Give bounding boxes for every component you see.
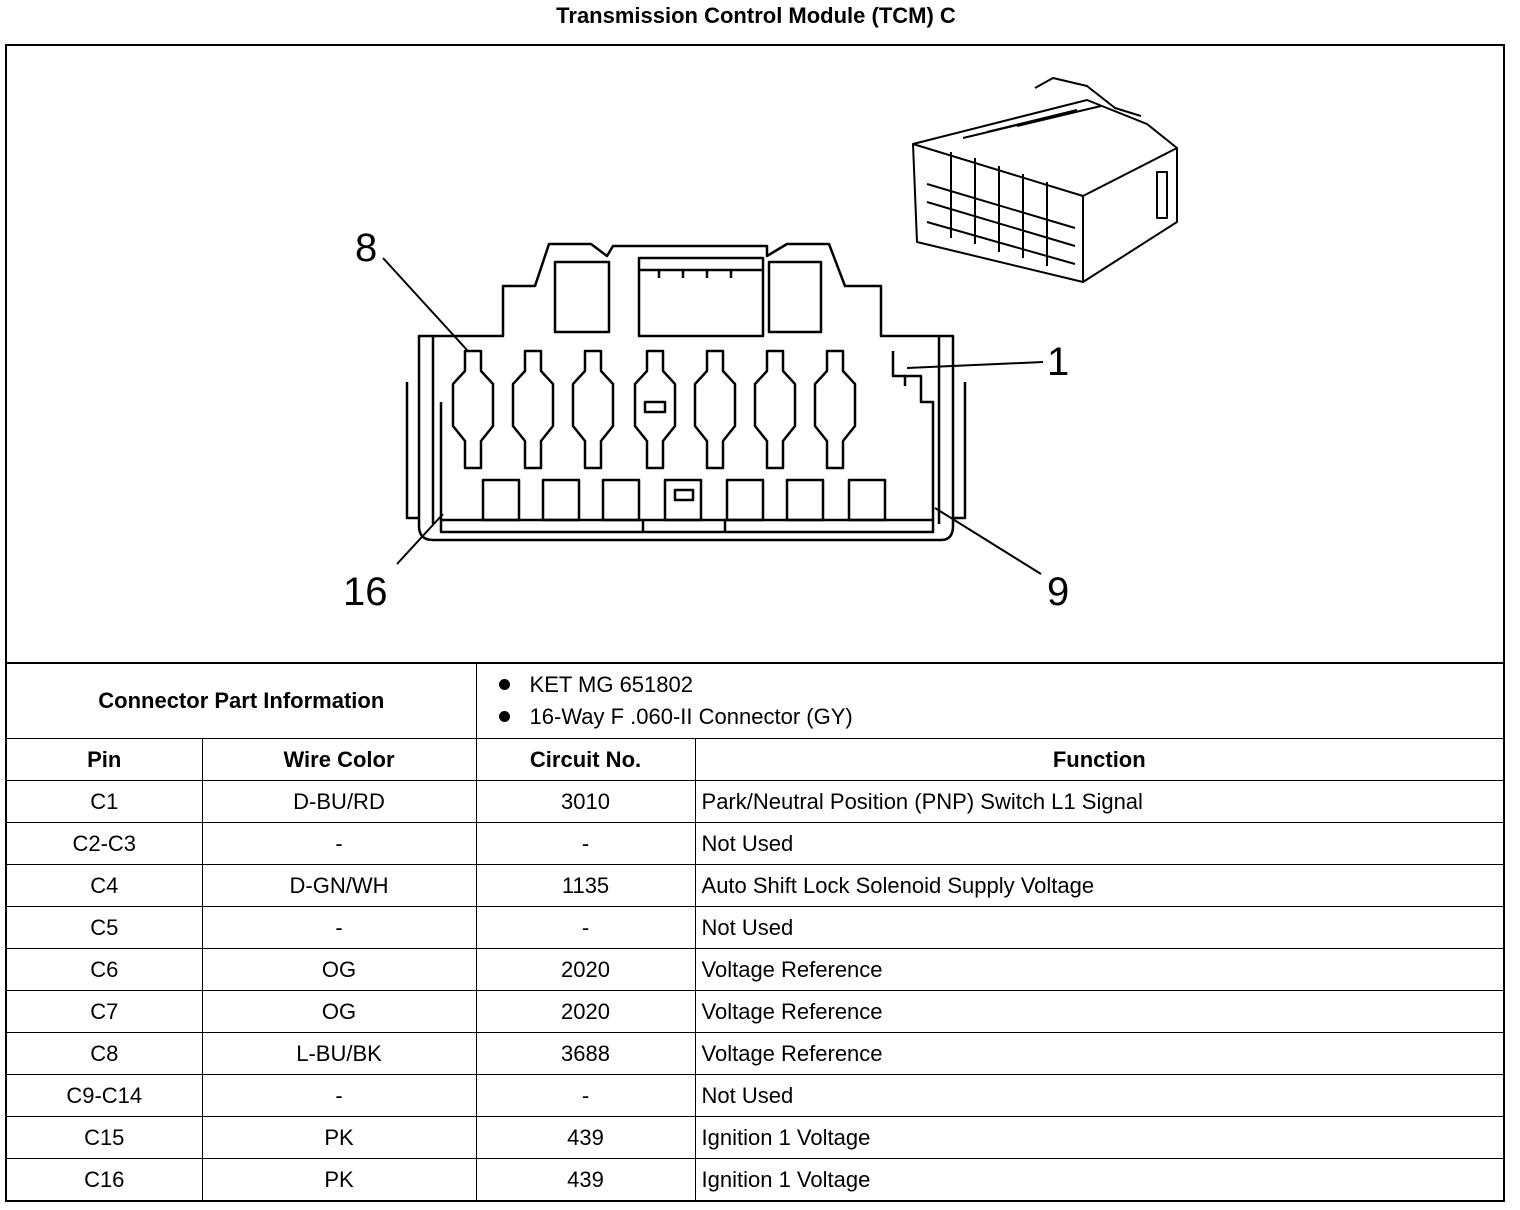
connector-diagram-area: 8 1 16 9: [7, 46, 1503, 662]
table-row: C9-C14--Not Used: [7, 1074, 1503, 1117]
header-circuit-no: Circuit No.: [475, 738, 696, 781]
leader-line-9: [934, 507, 1042, 575]
bullet-icon: [498, 710, 510, 722]
table-row: C2-C3--Not Used: [7, 822, 1503, 865]
connector-part-info-label: Connector Part Information: [7, 662, 477, 739]
pin-callout-8: 8: [355, 226, 378, 270]
top-row-terminals: [451, 349, 905, 470]
pin-callout-16: 16: [343, 570, 388, 614]
part-info-item: 16-Way F .060-II Connector (GY): [498, 701, 1503, 733]
table-header-row: Pin Wire Color Circuit No. Function: [7, 738, 1503, 781]
latch-center: [637, 268, 765, 338]
leader-line-1: [906, 361, 1044, 369]
part-info-item: KET MG 651802: [498, 669, 1503, 701]
connector-housing-outline: [417, 242, 955, 542]
pin-callout-9: 9: [1047, 570, 1070, 614]
header-pin: Pin: [7, 738, 203, 781]
latch-left: [553, 260, 611, 334]
connector-face-view: [382, 77, 1178, 575]
header-wire-color: Wire Color: [201, 738, 477, 781]
connector-part-info-row: Connector Part Information KET MG 651802…: [7, 662, 1503, 739]
connector-part-info-list: KET MG 651802 16-Way F .060-II Connector…: [475, 662, 1503, 739]
page-title: Transmission Control Module (TCM) C: [556, 3, 956, 28]
bullet-icon: [498, 678, 510, 690]
connector-sheet: 8 1 16 9 Connector Part Information KET …: [5, 44, 1505, 1202]
bottom-row-cavities: [439, 478, 935, 534]
table-row: C5--Not Used: [7, 906, 1503, 949]
leader-line-8: [382, 257, 468, 351]
header-function: Function: [694, 738, 1503, 781]
pin-callout-1: 1: [1047, 340, 1070, 384]
leader-line-16: [396, 513, 444, 565]
latch-right: [767, 260, 823, 334]
connector-iso-view: [912, 77, 1178, 283]
connector-pinout-table: Connector Part Information KET MG 651802…: [7, 662, 1503, 1200]
